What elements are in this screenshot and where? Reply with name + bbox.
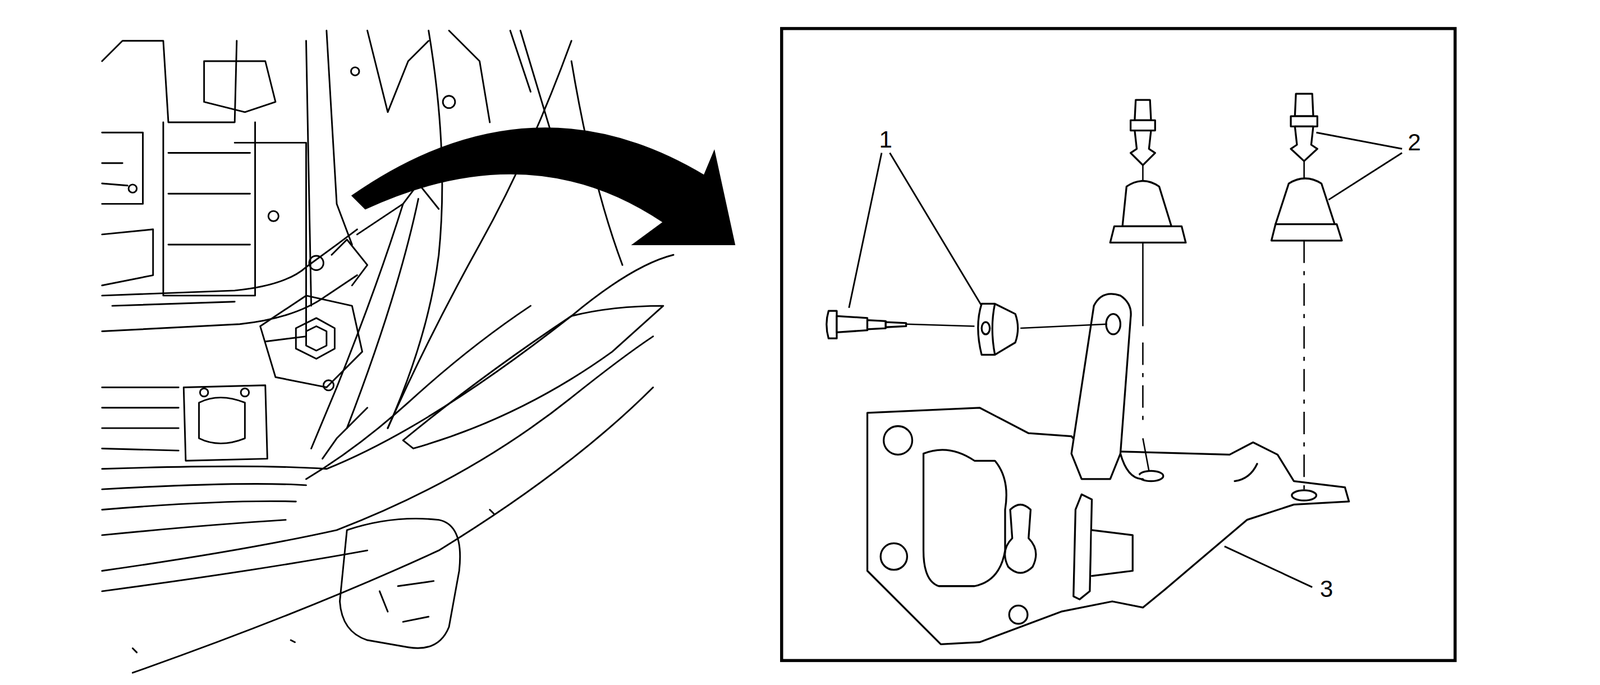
view-arrow: [351, 127, 735, 245]
bracket-assembly: [867, 294, 1350, 645]
alignment-lines: [906, 161, 1305, 490]
fasteners: [826, 93, 1342, 355]
leader-lines: [849, 132, 1402, 588]
callout-number: 1: [879, 127, 893, 152]
detail-frame: [781, 28, 1456, 662]
callout-number: 3: [1319, 577, 1333, 602]
vehicle-front-view: [102, 30, 674, 674]
callout-number: 2: [1407, 130, 1421, 155]
